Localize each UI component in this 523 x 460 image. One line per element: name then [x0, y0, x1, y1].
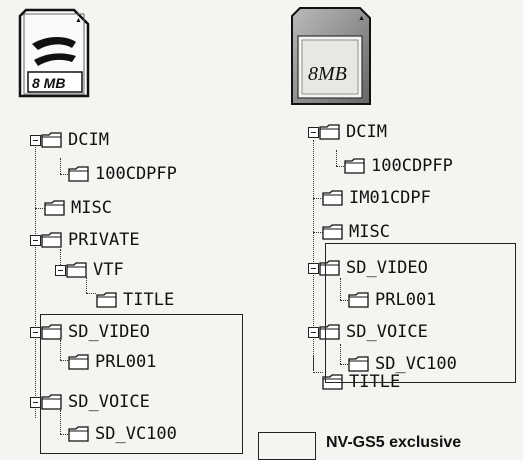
tree-right-row-100cdpfp[interactable]: 100CDPFP: [344, 154, 453, 178]
tree-right-row-misc[interactable]: MISC: [322, 220, 390, 244]
tree-left-row-dcim[interactable]: DCIM: [30, 128, 109, 152]
legend-swatch: [258, 432, 316, 460]
folder-icon: [322, 189, 344, 207]
folder-icon: [44, 199, 66, 217]
tree-left-row-100cdpfp[interactable]: 100CDPFP: [68, 162, 177, 186]
tree-left-row-title[interactable]: TITLE: [96, 288, 174, 312]
folder-label: 100CDPFP: [371, 156, 453, 176]
collapse-icon[interactable]: [308, 327, 319, 338]
folder-label: DCIM: [68, 130, 109, 150]
folder-label: MISC: [71, 198, 112, 218]
tree-right-row-im01cdpf[interactable]: IM01CDPF: [322, 186, 431, 210]
exclusive-folders-box-right: [325, 243, 516, 383]
collapse-icon[interactable]: [308, 127, 319, 138]
exclusive-folders-box-left: [40, 314, 243, 454]
folder-icon: [322, 223, 344, 241]
folder-icon: [96, 291, 118, 309]
folder-icon: [319, 123, 341, 141]
folder-icon: [41, 131, 63, 149]
folder-icon: [66, 261, 88, 279]
folder-label: TITLE: [123, 290, 174, 310]
folder-label: VTF: [93, 260, 124, 280]
tree-left-row-misc[interactable]: MISC: [44, 196, 112, 220]
folder-label: MISC: [349, 222, 390, 242]
collapse-icon[interactable]: [30, 135, 41, 146]
tree-left-row-private[interactable]: PRIVATE: [30, 228, 140, 252]
folder-label: PRIVATE: [68, 230, 140, 250]
folder-icon: [68, 165, 90, 183]
tree-right-row-dcim[interactable]: DCIM: [308, 120, 387, 144]
folder-label: IM01CDPF: [349, 188, 431, 208]
collapse-icon[interactable]: [30, 235, 41, 246]
tree-left-row-vtf[interactable]: VTF: [55, 258, 124, 282]
folder-icon: [344, 157, 366, 175]
legend-text: NV-GS5 exclusive: [326, 434, 461, 452]
collapse-icon[interactable]: [308, 263, 319, 274]
folder-label: DCIM: [346, 122, 387, 142]
folder-label: 100CDPFP: [95, 164, 177, 184]
collapse-icon[interactable]: [55, 265, 66, 276]
folder-icon: [41, 231, 63, 249]
